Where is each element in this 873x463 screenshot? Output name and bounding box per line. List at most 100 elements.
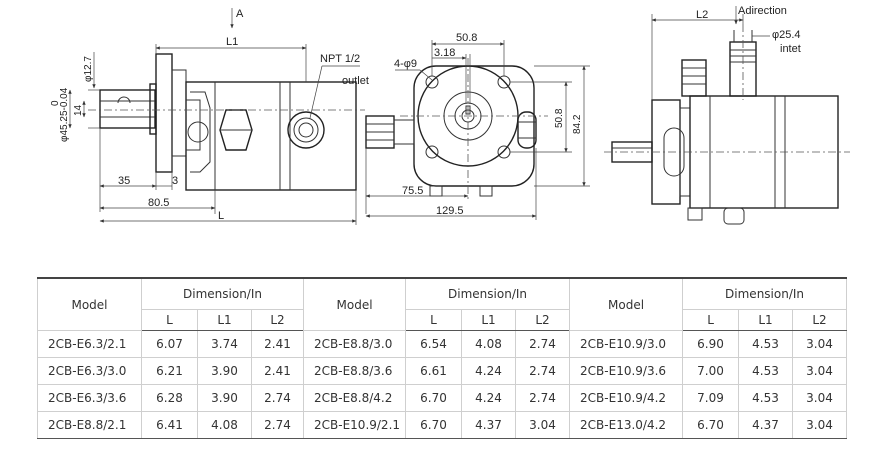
intet-label: intet bbox=[780, 43, 801, 55]
dimension-header: Dimension/In bbox=[405, 277, 571, 310]
dim-3-label: 3 bbox=[172, 175, 178, 187]
table-row: 2CB-E6.3/3.0 6.21 3.90 2.41 2CB-E8.8/3.6… bbox=[37, 357, 848, 385]
dimension-header: Dimension/In bbox=[140, 277, 305, 310]
subheader-l1: L1 bbox=[461, 309, 517, 331]
value-cell: 4.53 bbox=[738, 384, 794, 412]
value-cell: 4.37 bbox=[461, 411, 517, 439]
dim-84-2-label: 84.2 bbox=[572, 114, 583, 134]
dim-l-label: L bbox=[218, 210, 224, 222]
dim-45-label: φ45.25-0.04 bbox=[59, 87, 70, 142]
subheader-l1: L1 bbox=[197, 309, 252, 331]
value-cell: 2.41 bbox=[250, 330, 305, 358]
dim-14-label: 14 bbox=[73, 104, 84, 116]
table-row: 2CB-E6.3/2.1 6.07 3.74 2.41 2CB-E8.8/3.0… bbox=[37, 330, 848, 358]
value-cell: 4.37 bbox=[738, 411, 794, 439]
dim-35-label: 35 bbox=[118, 175, 130, 187]
side-view: A L1 NPT 1/2 outlet φ12.7 φ45.25-0.04 0 … bbox=[50, 8, 369, 225]
value-cell: 7.09 bbox=[682, 384, 740, 412]
value-cell: 4.24 bbox=[461, 357, 517, 385]
model-cell: 2CB-E8.8/4.2 bbox=[303, 384, 407, 412]
a-direction-label: Adirection bbox=[738, 5, 787, 17]
model-cell: 2CB-E10.9/4.2 bbox=[569, 384, 684, 412]
dim-50-8-top-label: 50.8 bbox=[456, 32, 477, 44]
subheader-l1: L1 bbox=[738, 309, 794, 331]
value-cell: 6.07 bbox=[141, 330, 198, 358]
model-cell: 2CB-E10.9/2.1 bbox=[303, 411, 407, 439]
model-cell: 2CB-E8.8/2.1 bbox=[37, 411, 142, 439]
value-cell: 6.54 bbox=[405, 330, 463, 358]
value-cell: 2.74 bbox=[515, 384, 571, 412]
subheader-l2: L2 bbox=[515, 309, 571, 331]
dim-75-5-label: 75.5 bbox=[402, 185, 423, 197]
subheader-l2: L2 bbox=[792, 309, 848, 331]
value-cell: 4.08 bbox=[461, 330, 517, 358]
value-cell: 3.74 bbox=[197, 330, 252, 358]
model-cell: 2CB-E8.8/3.0 bbox=[303, 330, 407, 358]
right-fitting bbox=[517, 111, 537, 149]
value-cell: 3.04 bbox=[792, 330, 848, 358]
value-cell: 2.41 bbox=[250, 357, 305, 385]
model-header: Model bbox=[37, 277, 142, 331]
value-cell: 4.53 bbox=[738, 357, 794, 385]
value-cell: 6.70 bbox=[682, 411, 740, 439]
front-flange bbox=[413, 65, 535, 187]
dim-12-7-label: φ12.7 bbox=[83, 56, 94, 82]
mount-hole bbox=[497, 145, 511, 159]
value-cell: 3.04 bbox=[792, 384, 848, 412]
dim-25-4-label: φ25.4 bbox=[772, 29, 801, 41]
outlet-port bbox=[287, 111, 325, 149]
value-cell: 4.53 bbox=[738, 330, 794, 358]
value-cell: 2.74 bbox=[515, 330, 571, 358]
subheader-l: L bbox=[405, 309, 463, 331]
mounting-flange bbox=[155, 53, 173, 173]
outlet-label: outlet bbox=[342, 75, 369, 87]
top-fitting bbox=[681, 59, 707, 97]
value-cell: 6.70 bbox=[405, 384, 463, 412]
model-cell: 2CB-E6.3/3.6 bbox=[37, 384, 142, 412]
value-cell: 7.00 bbox=[682, 357, 740, 385]
value-cell: 6.70 bbox=[405, 411, 463, 439]
value-cell: 2.74 bbox=[250, 384, 305, 412]
technical-drawing: A L1 NPT 1/2 outlet φ12.7 φ45.25-0.04 0 … bbox=[50, 5, 850, 225]
front-view: 4-φ9 50.8 3.18 50.8 84.2 75.5 129.5 bbox=[365, 32, 590, 220]
subheader-l: L bbox=[682, 309, 740, 331]
model-cell: 2CB-E13.0/4.2 bbox=[569, 411, 684, 439]
value-cell: 3.04 bbox=[515, 411, 571, 439]
spec-table: Model Dimension/In Model Dimension/In Mo… bbox=[37, 277, 848, 439]
holes-label: 4-φ9 bbox=[394, 58, 417, 70]
subheader-l: L bbox=[141, 309, 198, 331]
value-cell: 2.74 bbox=[515, 357, 571, 385]
value-cell: 3.90 bbox=[197, 357, 252, 385]
value-cell: 6.21 bbox=[141, 357, 198, 385]
table-row: 2CB-E6.3/3.6 6.28 3.90 2.74 2CB-E8.8/4.2… bbox=[37, 384, 848, 412]
model-cell: 2CB-E8.8/3.6 bbox=[303, 357, 407, 385]
dim-3-18-label: 3.18 bbox=[434, 47, 455, 59]
dim-l1-label: L1 bbox=[226, 36, 238, 48]
value-cell: 4.24 bbox=[461, 384, 517, 412]
value-cell: 3.90 bbox=[197, 384, 252, 412]
dim-l2-label: L2 bbox=[696, 9, 708, 21]
table-row: 2CB-E8.8/2.1 6.41 4.08 2.74 2CB-E10.9/2.… bbox=[37, 411, 848, 439]
value-cell: 3.04 bbox=[792, 357, 848, 385]
model-cell: 2CB-E10.9/3.0 bbox=[569, 330, 684, 358]
top-view: L2 Adirection φ25.4 intet bbox=[604, 5, 850, 225]
value-cell: 6.41 bbox=[141, 411, 198, 439]
value-cell: 6.61 bbox=[405, 357, 463, 385]
dimension-header: Dimension/In bbox=[682, 277, 848, 310]
pump-body bbox=[185, 81, 357, 191]
value-cell: 3.04 bbox=[792, 411, 848, 439]
npt-label: NPT 1/2 bbox=[320, 53, 360, 65]
value-cell: 4.08 bbox=[197, 411, 252, 439]
dim-80-5-label: 80.5 bbox=[148, 197, 169, 209]
value-cell: 6.28 bbox=[141, 384, 198, 412]
shaft bbox=[99, 89, 156, 129]
marker-a-label: A bbox=[236, 8, 244, 20]
model-cell: 2CB-E10.9/3.6 bbox=[569, 357, 684, 385]
tol-upper-label: 0 bbox=[50, 100, 61, 106]
model-cell: 2CB-E6.3/3.0 bbox=[37, 357, 142, 385]
dim-129-5-label: 129.5 bbox=[436, 205, 464, 217]
value-cell: 2.74 bbox=[250, 411, 305, 439]
model-cell: 2CB-E6.3/2.1 bbox=[37, 330, 142, 358]
model-header: Model bbox=[569, 277, 684, 331]
model-header: Model bbox=[303, 277, 407, 331]
